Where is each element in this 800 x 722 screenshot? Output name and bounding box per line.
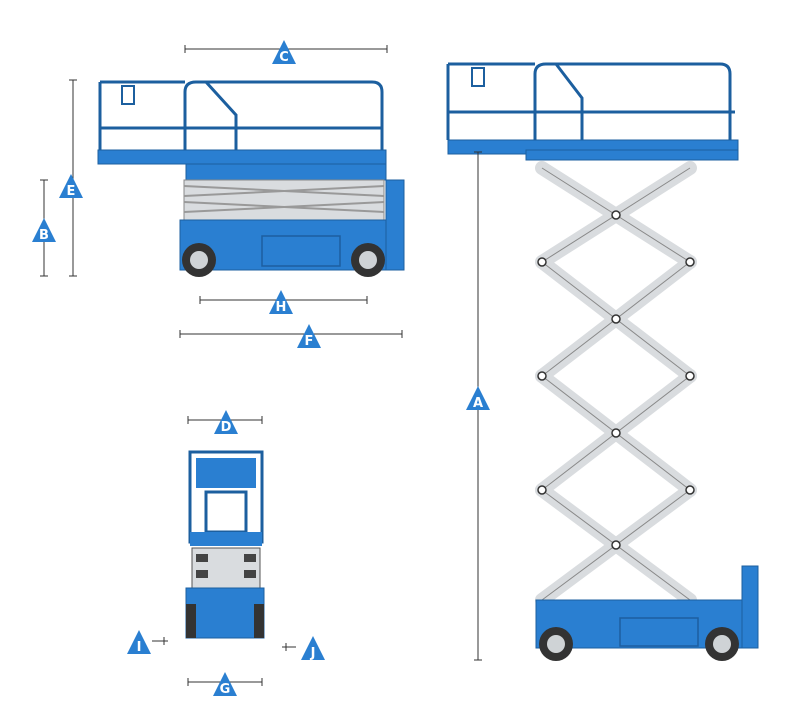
marker-d-triangle [214, 410, 238, 434]
marker-h-label: H [276, 300, 287, 315]
marker-h: H [269, 290, 293, 315]
marker-g: G [213, 672, 237, 697]
side-view-stowed [97, 80, 405, 277]
marker-i: I [127, 630, 151, 655]
marker-f-triangle [297, 324, 321, 348]
marker-e: E [59, 174, 83, 199]
marker-g-triangle [213, 672, 237, 696]
marker-f: F [297, 324, 321, 349]
marker-j: J [301, 636, 325, 661]
marker-d-label: D [221, 420, 232, 435]
marker-c-label: C [279, 50, 289, 65]
marker-i-label: I [137, 640, 142, 655]
marker-j-label: J [310, 646, 316, 661]
marker-a-triangle [466, 386, 490, 410]
marker-i-triangle [127, 630, 151, 654]
marker-a-label: A [473, 396, 483, 411]
side-view-elevated [446, 62, 759, 661]
marker-g-label: G [220, 682, 231, 697]
marker-a: A [466, 386, 490, 411]
marker-h-triangle [269, 290, 293, 314]
marker-c-triangle [272, 40, 296, 64]
marker-f-label: F [305, 334, 314, 349]
marker-d: D [214, 410, 238, 435]
marker-j-triangle [301, 636, 325, 660]
marker-e-label: E [67, 184, 76, 199]
marker-b-label: B [39, 228, 49, 243]
marker-b: B [32, 218, 56, 243]
marker-e-triangle [59, 174, 83, 198]
marker-b-triangle [32, 218, 56, 242]
front-view [185, 450, 265, 639]
marker-c: C [272, 40, 296, 65]
